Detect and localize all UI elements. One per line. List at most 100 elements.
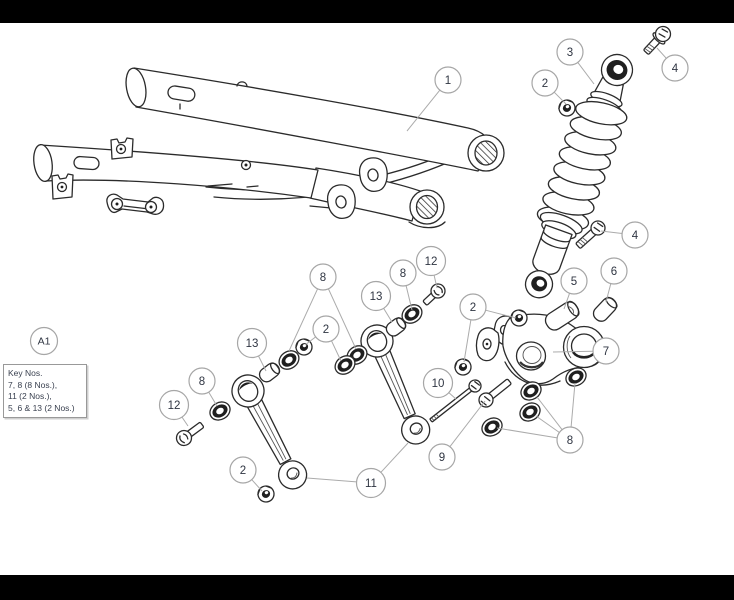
chain-guide-bracket — [106, 193, 165, 215]
key-line-1: Key Nos. — [8, 368, 43, 378]
callout-circle — [188, 367, 216, 395]
callout-13: 13 — [360, 280, 393, 323]
callout-2: 2 — [531, 69, 567, 105]
callout-circle — [560, 267, 588, 295]
leader-line — [656, 47, 667, 59]
callout-circle — [158, 389, 190, 421]
relay-arm-drawing — [475, 313, 606, 386]
callout-circle — [531, 69, 559, 97]
leader-line — [288, 288, 319, 352]
top-tube-slot — [167, 85, 196, 102]
leader-line — [448, 392, 457, 400]
callout-number: 6 — [611, 266, 617, 278]
callout-number: 13 — [246, 338, 259, 350]
callout-number: 8 — [199, 376, 205, 388]
shock-mount-tabs — [326, 157, 388, 219]
callout-number: 1 — [445, 75, 451, 87]
leader-line — [433, 275, 438, 289]
seal-washer — [209, 401, 231, 421]
callout-9: 9 — [428, 400, 486, 471]
leader-line — [331, 340, 342, 362]
bottom-tube-slot — [73, 155, 100, 171]
nut-2-relay-left — [454, 358, 472, 376]
callout-2: 2 — [229, 456, 263, 492]
callout-circle — [309, 263, 337, 291]
leader-line — [535, 415, 560, 433]
bolt-4-top — [643, 25, 672, 55]
callout-8: 8 — [288, 263, 357, 352]
callout-6: 6 — [600, 257, 628, 303]
callout-circle — [422, 367, 454, 399]
leader-line — [258, 355, 267, 372]
callout-12: 12 — [415, 245, 447, 289]
callout-number: 9 — [439, 452, 445, 464]
leader-line — [553, 91, 567, 105]
callout-4: 4 — [656, 47, 689, 82]
callout-number: 2 — [240, 465, 246, 477]
callout-number: 11 — [365, 478, 377, 490]
callout-number: 2 — [542, 78, 548, 90]
section-marker-a1: A1 — [29, 326, 59, 356]
callout-number: 8 — [400, 268, 406, 280]
leader-line — [563, 293, 571, 310]
key-line-4: 5, 6 & 13 (2 Nos.) — [8, 402, 75, 413]
swingarm-bracket-top — [110, 137, 134, 160]
leader-line — [327, 288, 357, 350]
callout-number: 12 — [168, 400, 181, 412]
section-marker-label: A1 — [38, 336, 51, 348]
callout-number: 3 — [567, 47, 573, 59]
nut-2-link-bottom — [257, 485, 275, 503]
leader-line — [552, 350, 594, 353]
callout-10: 10 — [422, 367, 457, 400]
letterbox-bottom — [0, 575, 734, 600]
callout-circle — [229, 456, 257, 484]
leader-line — [208, 391, 218, 407]
leader-line — [406, 89, 441, 132]
callout-circle — [360, 280, 392, 312]
spacer-sleeve-6 — [592, 296, 618, 322]
callout-number: 2 — [470, 302, 476, 314]
callout-number: 7 — [603, 346, 609, 358]
callout-number: 8 — [320, 272, 326, 284]
seal-washer — [520, 381, 542, 401]
callout-11: 11 — [306, 442, 409, 499]
callout-circle — [434, 66, 462, 94]
callout-number: 2 — [323, 324, 329, 336]
callout-8: 8 — [188, 367, 218, 407]
leader-line — [496, 427, 558, 439]
callout-13: 13 — [236, 327, 268, 372]
callout-circle — [236, 327, 268, 359]
callout-12: 12 — [158, 389, 190, 427]
seal-washer — [334, 355, 356, 375]
callout-number: 4 — [672, 63, 679, 75]
leader-line — [600, 230, 623, 234]
callout-circle — [312, 315, 340, 343]
leader-line — [577, 62, 595, 85]
swingarm-bracket-left — [51, 173, 74, 200]
seal-washer — [401, 304, 423, 324]
seal-washer — [519, 402, 541, 422]
callout-8: 8 — [389, 259, 417, 311]
letterbox-top — [0, 0, 734, 23]
callout-circle — [459, 293, 487, 321]
callout-number: 4 — [632, 230, 639, 242]
nut-2-shock-top — [558, 99, 576, 117]
callout-8: 8 — [496, 382, 584, 454]
leader-line — [463, 319, 472, 363]
bolt-12-upper — [422, 283, 446, 306]
leader-line — [536, 396, 563, 431]
callout-circle — [621, 221, 649, 249]
leader-line — [449, 400, 486, 448]
seal-washer — [278, 350, 300, 370]
leader-line — [181, 416, 189, 427]
callout-2: 2 — [304, 315, 342, 362]
callout-circle — [592, 337, 620, 365]
spacer-sleeve-5 — [544, 300, 580, 331]
key-line-3: 11 (2 Nos.), — [8, 391, 52, 401]
callout-number: 5 — [571, 276, 577, 288]
leader-line — [383, 308, 393, 323]
bolt-12-lower — [175, 421, 205, 447]
nut-2-relay-top — [510, 309, 528, 327]
callout-circle — [556, 38, 584, 66]
